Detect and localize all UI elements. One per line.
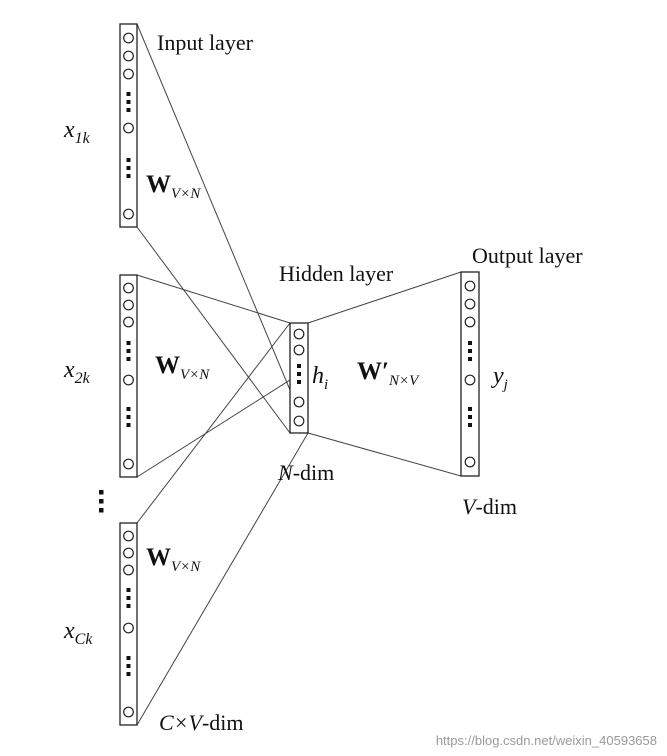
neuron-node (123, 208, 134, 220)
dot (126, 664, 131, 668)
vector-box (119, 522, 138, 726)
neuron-node (464, 316, 476, 328)
weight-matrix-1-label: WV×N (146, 171, 201, 202)
neuron-node (123, 316, 134, 328)
neuron-node (123, 374, 134, 386)
x1-label: x1k (63, 117, 91, 147)
dot (126, 158, 131, 162)
hidden-layer-label: Hidden layer (279, 261, 394, 286)
dot (126, 596, 131, 600)
dot (126, 415, 131, 419)
neuron-node (464, 456, 476, 468)
vector-box (460, 271, 480, 477)
dot (126, 92, 131, 96)
output-dim-label: V-dim (462, 494, 517, 519)
neuron-node (464, 298, 476, 310)
dot (468, 415, 472, 419)
dot (297, 380, 301, 384)
neuron-node (123, 547, 134, 559)
input-layer-label: Input layer (157, 30, 254, 55)
dot (126, 349, 131, 353)
neuron-node (464, 374, 476, 386)
dot (99, 499, 104, 504)
input-vector-2 (119, 274, 138, 478)
hidden-vector (289, 322, 309, 434)
dot (126, 407, 131, 411)
input-vector-1 (119, 23, 138, 228)
dot (99, 508, 104, 513)
dot (126, 100, 131, 104)
dot (126, 604, 131, 608)
dot (468, 341, 472, 345)
neuron-node (123, 564, 134, 576)
dot (126, 672, 131, 676)
hidden-unit-label: hi (312, 363, 328, 393)
neuron-node (123, 122, 134, 134)
neuron-node (123, 299, 134, 311)
dot (468, 407, 472, 411)
hidden-dim-label: N-dim (277, 460, 334, 485)
watermark-text: https://blog.csdn.net/weixin_40593658 (436, 733, 657, 748)
dot (126, 423, 131, 427)
dot (468, 349, 472, 353)
dot (126, 166, 131, 170)
dot (126, 357, 131, 361)
neuron-node (123, 530, 134, 542)
vector-box (119, 274, 138, 478)
output-weight-matrix-label: W′N×V (357, 358, 420, 389)
output-unit-label: yj (491, 363, 508, 393)
dot (468, 423, 472, 427)
connector-line (136, 322, 291, 524)
dot (126, 174, 131, 178)
input-dim-label: C×V-dim (159, 710, 244, 735)
dot (99, 490, 104, 495)
weight-matrix-2-label: WV×N (155, 352, 210, 383)
dot (297, 364, 301, 368)
dot (468, 357, 472, 361)
neuron-node (464, 280, 476, 292)
connector-line (136, 379, 291, 478)
output-layer-label: Output layer (472, 243, 583, 268)
x2-label: x2k (63, 357, 91, 387)
neuron-node (123, 32, 134, 44)
connector-line (136, 432, 309, 726)
connector-line (307, 271, 462, 324)
neuron-node (123, 282, 134, 294)
connector-line (307, 432, 462, 477)
neuron-node (293, 415, 305, 427)
neuron-node (123, 622, 134, 634)
vector-box (119, 23, 138, 228)
neuron-node (293, 344, 305, 356)
dot (126, 341, 131, 345)
dot (126, 656, 131, 660)
weight-matrix-c-label: WV×N (146, 544, 201, 575)
connector-line (136, 274, 291, 324)
neuron-node (293, 328, 305, 340)
neuron-node (293, 396, 305, 408)
dot (126, 588, 131, 592)
neuron-node (123, 68, 134, 80)
neuron-node (123, 50, 134, 62)
neuron-node (123, 706, 134, 718)
input-vector-c (119, 522, 138, 726)
dot (126, 108, 131, 112)
neuron-node (123, 458, 134, 470)
xc-label: xCk (63, 618, 93, 648)
connector-line (136, 23, 309, 434)
connection-lines (136, 23, 462, 726)
vertical-ellipsis (99, 490, 104, 513)
dot (297, 372, 301, 376)
output-vector (460, 271, 480, 477)
connector-line (136, 226, 291, 434)
